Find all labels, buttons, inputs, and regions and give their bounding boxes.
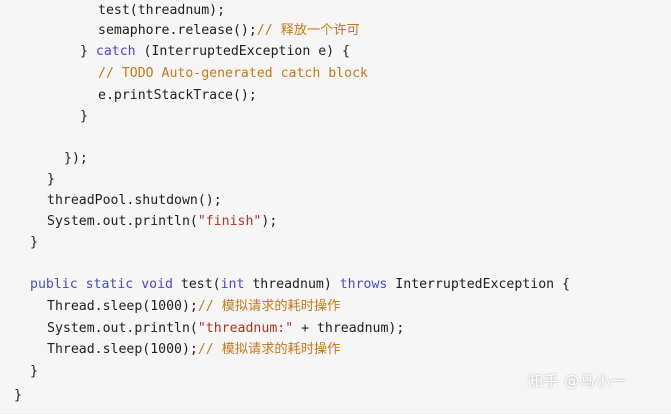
- code-token: System.out.println(: [47, 214, 198, 229]
- code-token: threadnum): [244, 277, 340, 292]
- code-line-3: } catch (InterruptedException e) {: [80, 41, 350, 63]
- code-line-11: System.out.println("finish");: [47, 211, 277, 233]
- code-token: threadPool.shutdown();: [47, 193, 222, 208]
- code-line-1: test(threadnum);: [98, 0, 225, 22]
- code-token: throws: [339, 277, 388, 292]
- code-token: public: [30, 277, 78, 292]
- code-line-18: }: [30, 361, 38, 383]
- code-token: int: [220, 277, 245, 292]
- zhihu-watermark: 知乎 @马小一: [528, 372, 627, 390]
- code-line-2: semaphore.release();// 释放一个许可: [98, 20, 360, 42]
- code-token: [78, 277, 86, 292]
- code-line-17: Thread.sleep(1000);// 模拟请求的耗时操作: [47, 339, 340, 361]
- code-line-14: public static void test(int threadnum) t…: [30, 274, 570, 296]
- code-token: + threadnum);: [293, 321, 405, 336]
- code-token: }: [30, 235, 38, 250]
- code-token: // 释放一个许可: [256, 23, 360, 38]
- code-token: semaphore.release();: [98, 23, 257, 38]
- code-line-16: System.out.println("threadnum:" + thread…: [47, 318, 404, 340]
- code-line-4: // TODO Auto-generated catch block: [98, 63, 368, 85]
- code-token: Thread.sleep(1000);: [47, 299, 198, 314]
- code-token: Thread.sleep(1000);: [47, 342, 198, 357]
- code-token: }: [80, 44, 96, 59]
- code-token: // 模拟请求的耗时操作: [197, 299, 341, 314]
- code-token: [133, 277, 141, 292]
- code-token: "finish": [197, 214, 262, 229]
- code-line-12: }: [30, 232, 38, 254]
- code-line-19: }: [14, 385, 22, 407]
- code-token: System.out.println(: [47, 321, 198, 336]
- code-token: catch: [95, 44, 136, 59]
- code-line-10: threadPool.shutdown();: [47, 190, 222, 212]
- code-token: (InterruptedException e) {: [135, 44, 350, 59]
- code-token: InterruptedException {: [387, 277, 570, 292]
- code-token: );: [261, 214, 278, 229]
- code-line-6: }: [80, 106, 88, 128]
- code-line-5: e.printStackTrace();: [98, 85, 257, 107]
- code-line-9: }: [47, 169, 55, 191]
- code-token: e.printStackTrace();: [98, 88, 257, 103]
- code-token: void: [141, 277, 173, 292]
- code-token: // 模拟请求的耗时操作: [197, 342, 341, 357]
- code-token: // TODO Auto-generated catch block: [98, 66, 368, 81]
- code-token: static: [85, 277, 134, 292]
- code-token: test(: [172, 277, 221, 292]
- code-token: }: [47, 172, 55, 187]
- code-token: }: [80, 109, 88, 124]
- code-token: });: [64, 151, 88, 166]
- code-token: }: [30, 364, 38, 379]
- code-token: test(threadnum);: [98, 3, 226, 18]
- code-line-15: Thread.sleep(1000);// 模拟请求的耗时操作: [47, 296, 340, 318]
- code-line-8: });: [64, 148, 88, 170]
- code-token: "threadnum:": [197, 321, 294, 336]
- code-token: }: [14, 388, 22, 403]
